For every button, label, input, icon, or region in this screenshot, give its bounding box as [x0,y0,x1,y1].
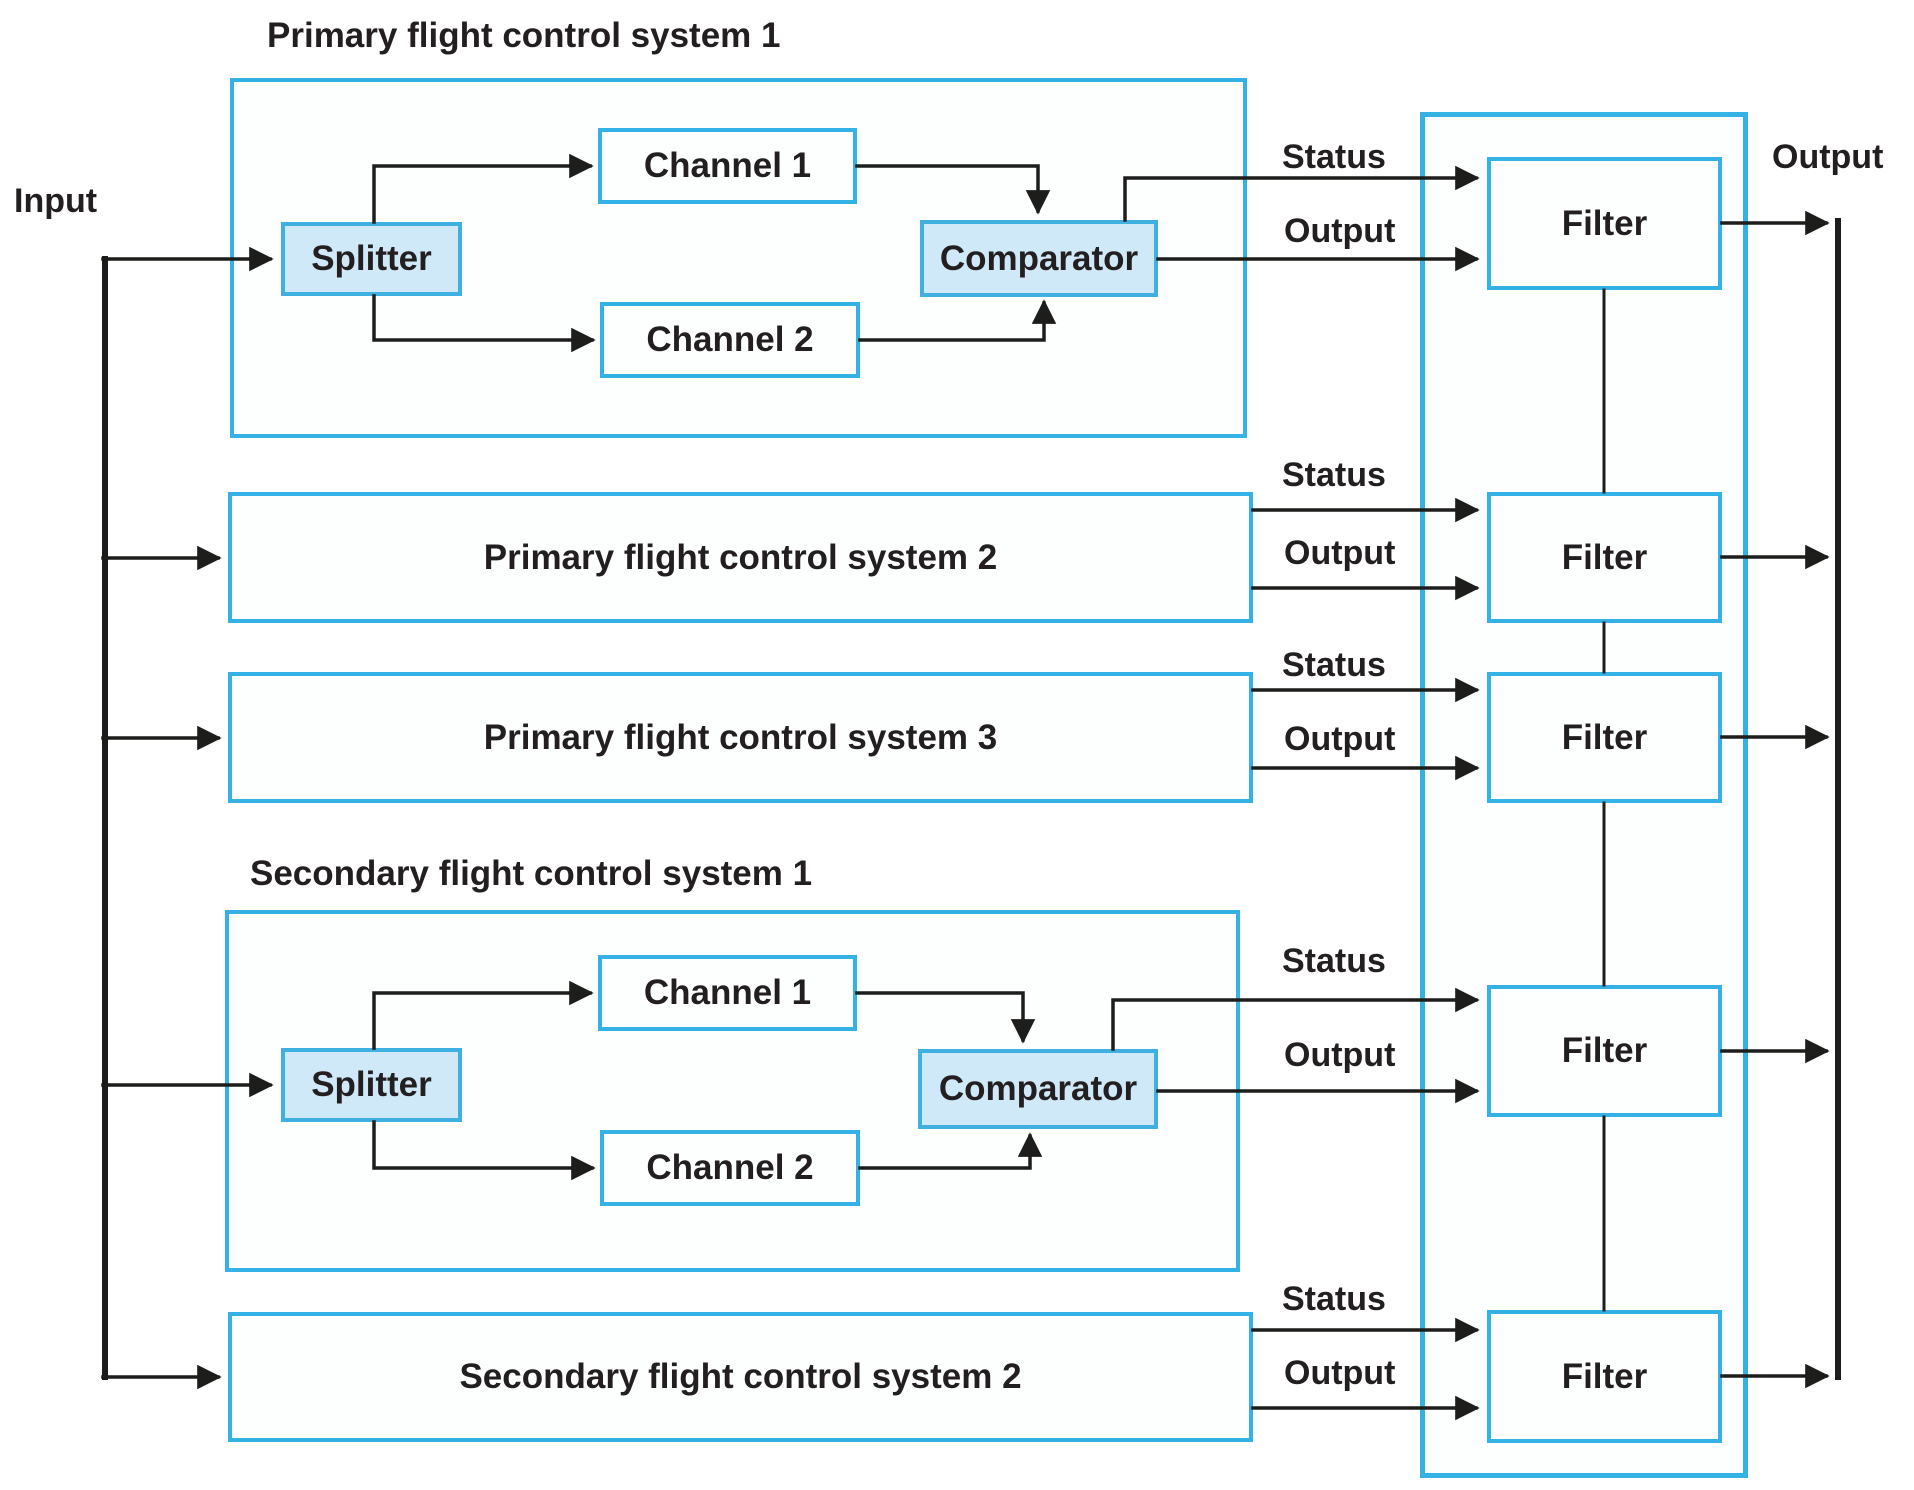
secondary2-output-label: Output [1284,1354,1396,1392]
secondary1-output-label: Output [1284,1036,1396,1074]
filter3-label: Filter [1561,717,1648,757]
primary1-channel2-label: Channel 2 [646,320,814,359]
primary2-system-box: Primary flight control system 2 [228,492,1253,623]
secondary1-status-label: Status [1282,942,1386,980]
filter-box-1: Filter [1487,157,1722,290]
filter-box-4: Filter [1487,985,1722,1117]
primary1-title: Primary flight control system 1 [267,16,781,55]
primary2-label: Primary flight control system 2 [483,537,998,577]
filter-box-2: Filter [1487,492,1722,623]
primary1-comparator-label: Comparator [939,238,1139,278]
filter2-label: Filter [1561,537,1648,577]
secondary2-system-box: Secondary flight control system 2 [228,1312,1253,1442]
primary1-channel1-label: Channel 1 [643,146,812,185]
final-output-label: Output [1772,138,1884,176]
primary3-status-label: Status [1282,646,1386,684]
secondary1-splitter-label: Splitter [311,1065,432,1104]
filter5-label: Filter [1561,1356,1648,1396]
secondary1-splitter-box: Splitter [281,1048,462,1122]
primary3-system-box: Primary flight control system 3 [228,672,1253,803]
secondary2-status-label: Status [1282,1280,1386,1318]
secondary1-channel2-box: Channel 2 [600,1130,860,1206]
filter4-label: Filter [1561,1031,1648,1070]
secondary1-channel2-label: Channel 2 [646,1148,814,1187]
filter-box-5: Filter [1487,1310,1722,1443]
filter-box-3: Filter [1487,672,1722,803]
secondary1-channel1-label: Channel 1 [643,973,812,1012]
filter1-label: Filter [1561,203,1648,243]
primary1-channel2-box: Channel 2 [600,302,860,378]
secondary1-comparator-label: Comparator [938,1069,1138,1108]
primary1-comparator-box: Comparator [920,220,1158,297]
primary1-status-label: Status [1282,138,1386,176]
primary1-splitter-label: Splitter [311,239,432,278]
secondary1-title: Secondary flight control system 1 [250,854,813,893]
primary1-splitter-box: Splitter [281,222,462,296]
primary3-output-label: Output [1284,720,1396,758]
primary3-label: Primary flight control system 3 [483,717,998,757]
secondary1-comparator-box: Comparator [918,1049,1158,1129]
input-label: Input [14,182,98,220]
secondary2-label: Secondary flight control system 2 [459,1357,1022,1396]
primary1-channel1-box: Channel 1 [598,128,857,204]
primary2-output-label: Output [1284,534,1396,572]
secondary1-channel1-box: Channel 1 [598,955,857,1031]
primary1-output-label: Output [1284,212,1396,250]
primary2-status-label: Status [1282,456,1386,494]
